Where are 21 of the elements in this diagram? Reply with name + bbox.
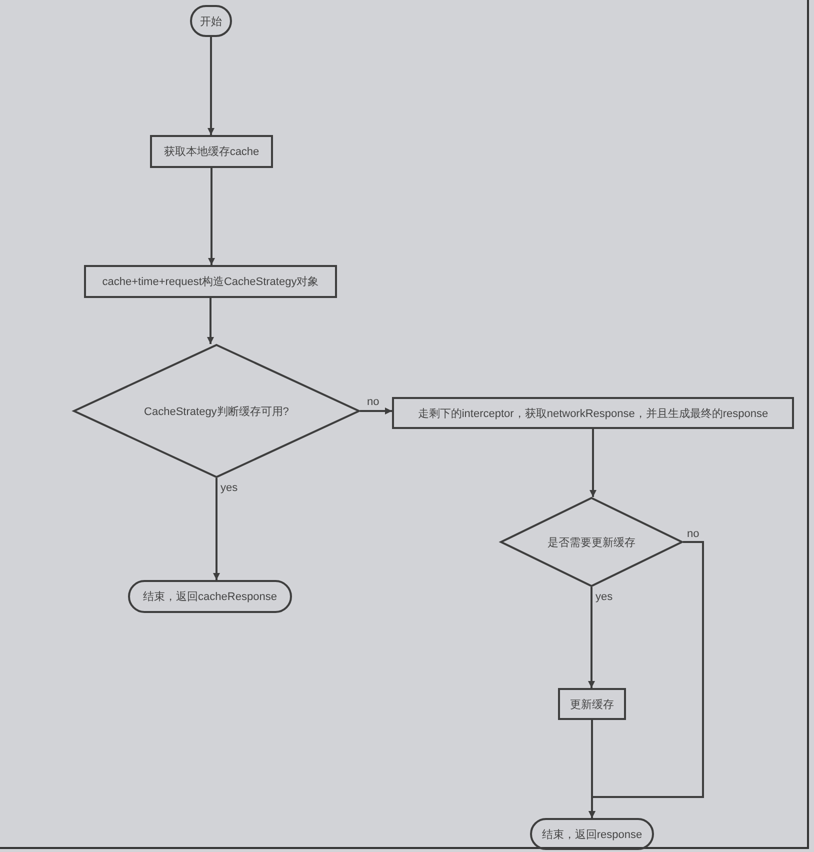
edge-label: no (686, 528, 700, 540)
edge-label: yes (594, 591, 614, 603)
terminal-shape: 结束，返回response (530, 818, 654, 850)
terminal-shape: 结束，返回cacheResponse (128, 580, 292, 613)
process-box: cache+time+request构造CacheStrategy对象 (84, 265, 337, 298)
arrow (208, 37, 214, 135)
process-box: 获取本地缓存cache (150, 135, 273, 168)
arrow (588, 541, 704, 818)
arrow (207, 298, 214, 344)
decision-diamond: CacheStrategy判断缓存可用? (73, 344, 360, 478)
arrow (590, 429, 596, 497)
arrow (360, 408, 392, 414)
decision-diamond: 是否需要更新缓存 (500, 497, 683, 587)
arrow (213, 478, 220, 580)
edge-label: no (366, 396, 380, 408)
process-box: 更新缓存 (558, 688, 626, 720)
process-box: 走剩下的interceptor，获取networkResponse，并且生成最终的response (392, 397, 794, 429)
arrow (588, 587, 595, 688)
edge-label: yes (220, 482, 239, 494)
terminal-shape: 开始 (190, 5, 232, 37)
arrow (208, 168, 215, 265)
